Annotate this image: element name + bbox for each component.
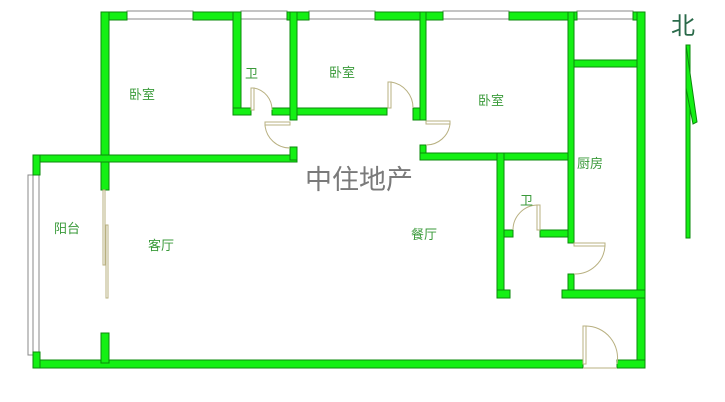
- room-label-living-room: 客厅: [148, 239, 175, 254]
- room-label-bathroom-2: 卫: [520, 194, 534, 209]
- room-label-kitchen: 厨房: [577, 157, 604, 172]
- walls: [32, 11, 646, 369]
- north-arrow-icon: [685, 44, 698, 239]
- room-label-bedroom-2: 卧室: [329, 66, 356, 81]
- room-label-bedroom-1: 卧室: [129, 88, 156, 103]
- room-label-bedroom-3: 卧室: [478, 94, 505, 109]
- doors: [102, 81, 619, 369]
- compass-label: 北: [671, 12, 695, 40]
- room-label-bathroom-1: 卫: [245, 67, 259, 82]
- watermark: 中住地产: [305, 165, 413, 196]
- room-label-dining-room: 餐厅: [411, 228, 438, 243]
- room-label-balcony: 阳台: [54, 222, 81, 237]
